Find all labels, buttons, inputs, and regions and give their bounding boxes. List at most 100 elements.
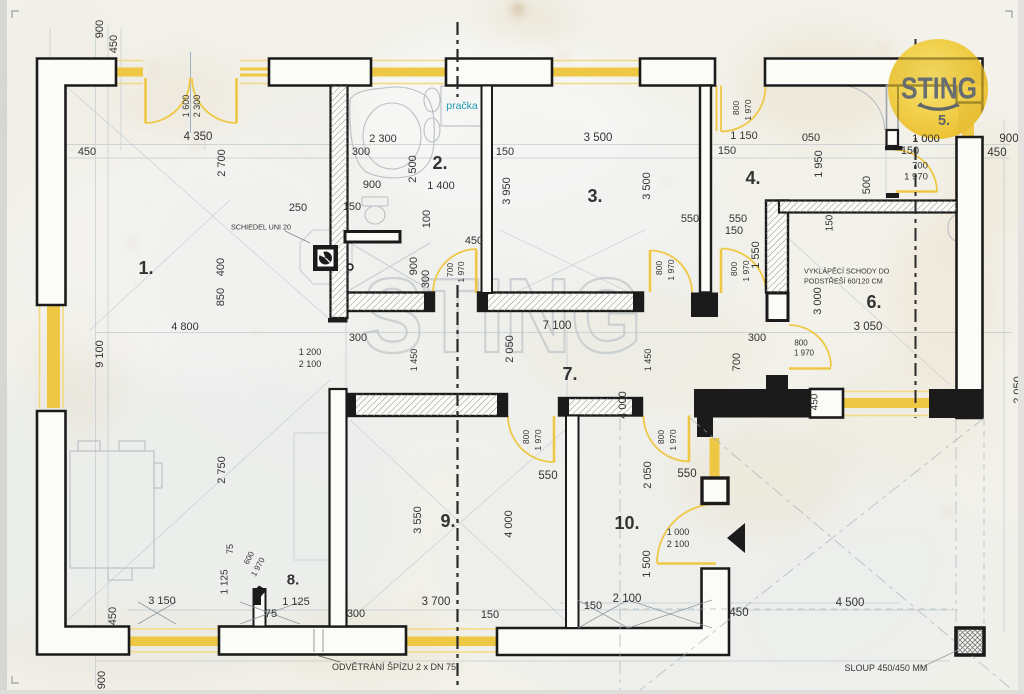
- svg-text:1 970: 1 970: [533, 429, 543, 451]
- svg-text:1 200: 1 200: [299, 347, 322, 357]
- svg-text:700: 700: [731, 353, 743, 371]
- svg-text:4 000: 4 000: [503, 510, 515, 538]
- svg-text:3 500: 3 500: [641, 172, 653, 200]
- svg-text:450: 450: [107, 607, 119, 625]
- svg-text:300: 300: [420, 270, 432, 288]
- svg-text:450: 450: [729, 607, 748, 619]
- svg-text:150: 150: [825, 214, 836, 231]
- svg-text:pračka: pračka: [446, 100, 478, 112]
- svg-text:300: 300: [748, 332, 766, 344]
- svg-text:150: 150: [343, 201, 361, 213]
- svg-text:2 100: 2 100: [613, 593, 642, 605]
- svg-text:1 450: 1 450: [643, 349, 653, 372]
- svg-text:900: 900: [363, 179, 381, 191]
- svg-text:1 125: 1 125: [282, 596, 310, 608]
- svg-text:2 500: 2 500: [407, 155, 419, 183]
- svg-text:1 400: 1 400: [427, 180, 455, 192]
- svg-text:150: 150: [496, 146, 514, 158]
- svg-text:150: 150: [718, 145, 736, 157]
- svg-text:550: 550: [729, 213, 747, 225]
- svg-text:STING: STING: [901, 71, 977, 106]
- svg-text:2 750: 2 750: [216, 456, 228, 484]
- svg-text:SCHIEDEL UNI 20: SCHIEDEL UNI 20: [231, 223, 291, 232]
- svg-text:75: 75: [265, 608, 277, 620]
- svg-text:7 100: 7 100: [543, 320, 572, 332]
- svg-text:1 970: 1 970: [743, 99, 753, 121]
- svg-text:450: 450: [810, 393, 821, 410]
- svg-text:SLOUP 450/450 MM: SLOUP 450/450 MM: [845, 663, 928, 673]
- svg-text:9.: 9.: [440, 511, 455, 531]
- svg-text:4 500: 4 500: [836, 597, 865, 609]
- svg-text:4.: 4.: [745, 168, 760, 188]
- svg-text:1 125: 1 125: [220, 569, 231, 594]
- svg-text:STING: STING: [362, 257, 642, 375]
- svg-text:400: 400: [215, 258, 227, 276]
- svg-text:4 800: 4 800: [171, 321, 199, 333]
- svg-text:3 550: 3 550: [412, 506, 424, 534]
- svg-text:550: 550: [681, 213, 699, 225]
- svg-text:1 950: 1 950: [813, 150, 825, 178]
- svg-text:900: 900: [94, 20, 106, 38]
- svg-text:500: 500: [861, 176, 873, 194]
- svg-text:75: 75: [225, 544, 235, 554]
- svg-text:150: 150: [481, 609, 499, 621]
- svg-text:1 970: 1 970: [668, 429, 678, 451]
- svg-text:1 150: 1 150: [730, 130, 758, 142]
- svg-text:1 970: 1 970: [741, 260, 751, 282]
- svg-text:300: 300: [349, 332, 367, 344]
- svg-text:1 500: 1 500: [641, 550, 653, 578]
- svg-text:4 000: 4 000: [617, 391, 629, 419]
- svg-text:450: 450: [987, 147, 1006, 159]
- svg-text:3 050: 3 050: [854, 321, 883, 333]
- svg-text:300: 300: [352, 146, 370, 158]
- svg-text:150: 150: [584, 600, 602, 612]
- svg-text:050: 050: [802, 132, 820, 144]
- svg-text:800: 800: [654, 261, 664, 275]
- svg-text:800: 800: [656, 430, 666, 444]
- svg-text:7.: 7.: [562, 364, 577, 384]
- svg-text:1 970: 1 970: [666, 259, 676, 281]
- svg-text:2 300: 2 300: [369, 133, 397, 145]
- svg-text:ODVĚTRÁNÍ ŠPÍZU 2 x DN 75: ODVĚTRÁNÍ ŠPÍZU 2 x DN 75: [332, 662, 456, 672]
- svg-text:1 600: 1 600: [181, 95, 191, 118]
- svg-text:300: 300: [347, 608, 365, 620]
- svg-text:550: 550: [538, 470, 557, 482]
- svg-text:1 970: 1 970: [794, 349, 815, 358]
- svg-text:900: 900: [999, 133, 1018, 145]
- svg-text:3 150: 3 150: [148, 595, 176, 607]
- svg-text:1.: 1.: [138, 258, 153, 278]
- svg-text:800: 800: [729, 262, 739, 276]
- svg-text:850: 850: [215, 288, 227, 306]
- svg-text:5.: 5.: [938, 113, 950, 129]
- svg-text:150: 150: [901, 145, 919, 157]
- svg-text:100: 100: [421, 210, 433, 228]
- svg-text:800: 800: [731, 101, 741, 115]
- svg-text:3 500: 3 500: [584, 132, 613, 144]
- svg-text:550: 550: [677, 468, 696, 480]
- svg-text:700: 700: [445, 263, 455, 277]
- svg-text:800: 800: [521, 430, 531, 444]
- svg-text:2 100: 2 100: [299, 359, 322, 369]
- svg-text:150: 150: [725, 225, 743, 237]
- svg-text:3 700: 3 700: [422, 596, 451, 608]
- svg-text:3 000: 3 000: [812, 287, 824, 315]
- svg-text:2.: 2.: [432, 153, 447, 173]
- svg-text:2 050: 2 050: [504, 335, 516, 363]
- svg-text:2 700: 2 700: [216, 149, 228, 177]
- svg-text:1 970: 1 970: [456, 261, 466, 283]
- svg-text:2 050: 2 050: [642, 461, 654, 489]
- svg-text:6.: 6.: [866, 292, 881, 312]
- svg-text:700: 700: [912, 161, 928, 172]
- svg-text:1 970: 1 970: [904, 172, 928, 183]
- svg-text:2 300: 2 300: [192, 95, 202, 118]
- svg-text:3 950: 3 950: [501, 177, 513, 205]
- svg-text:10.: 10.: [614, 513, 639, 533]
- svg-text:450: 450: [465, 235, 483, 247]
- svg-text:1 000: 1 000: [912, 133, 940, 145]
- svg-text:8.: 8.: [287, 572, 300, 589]
- svg-text:3.: 3.: [587, 186, 602, 206]
- svg-text:2 100: 2 100: [667, 539, 690, 549]
- svg-text:1 000: 1 000: [667, 527, 690, 537]
- svg-text:4 350: 4 350: [184, 131, 213, 143]
- svg-text:VYKLÁPĚCÍ SCHODY DO: VYKLÁPĚCÍ SCHODY DO: [804, 267, 890, 276]
